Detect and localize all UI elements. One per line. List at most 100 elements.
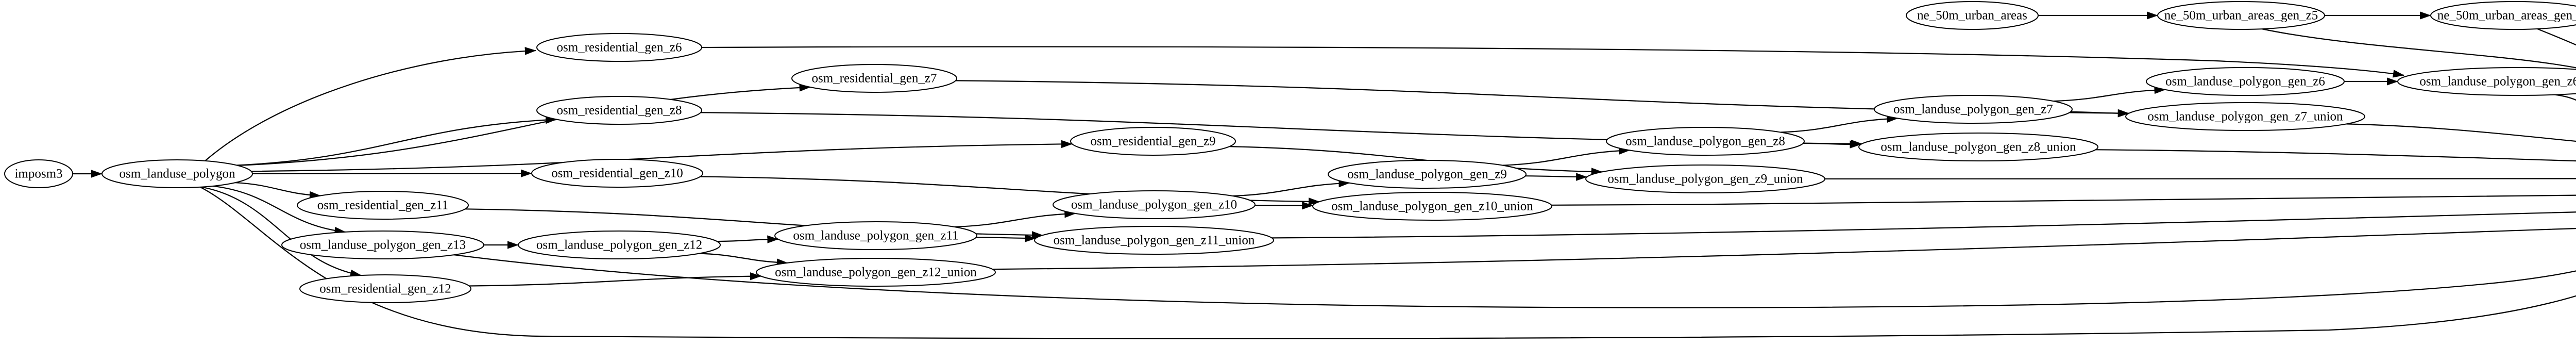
node-label-osm_residential_gen_z6: osm_residential_gen_z6 <box>557 41 682 55</box>
node-label-osm_landuse_polygon_gen_z9_union: osm_landuse_polygon_gen_z9_union <box>1607 172 1803 186</box>
edge-osm_landuse_polygon_gen_z12-to-osm_landuse_polygon_gen_z12_union <box>699 253 788 267</box>
node-label-osm_residential_gen_z12: osm_residential_gen_z12 <box>319 282 451 296</box>
node-osm_landuse_polygon_gen_z13: osm_landuse_polygon_gen_z13 <box>281 231 484 259</box>
node-label-osm_landuse_polygon_gen_z10_union: osm_landuse_polygon_gen_z10_union <box>1331 200 1533 213</box>
node-label-osm_residential_gen_z9: osm_residential_gen_z9 <box>1091 135 1216 149</box>
node-label-osm_residential_gen_z11: osm_residential_gen_z11 <box>317 199 449 212</box>
node-label-osm_landuse_polygon_gen_z11_union: osm_landuse_polygon_gen_z11_union <box>1054 234 1255 248</box>
node-ellipse-osm_residential_gen_z8 <box>536 96 702 125</box>
edge-osm_landuse_polygon_gen_z7-to-osm_landuse_polygon_gen_z6 <box>2053 86 2166 102</box>
node-ellipse-ne_50m_urban_areas <box>1906 1 2039 30</box>
edge-osm_landuse_polygon-to-osm_residential_gen_z11 <box>235 182 321 200</box>
node-ellipse-osm_residential_gen_z11 <box>297 191 469 220</box>
edge-osm_landuse_polygon_gen_z11-to-osm_landuse_polygon_gen_z10 <box>954 210 1076 228</box>
node-osm_landuse_polygon_gen_z10: osm_landuse_polygon_gen_z10 <box>1053 190 1256 219</box>
node-imposm3: imposm3 <box>4 159 73 188</box>
node-ellipse-osm_landuse_polygon_gen_z12_union <box>756 258 996 287</box>
edge-osm_landuse_polygon_gen_z11-to-osm_landuse_polygon_gen_z11_union <box>976 234 1037 242</box>
node-osm_residential_gen_z11: osm_residential_gen_z11 <box>297 191 469 220</box>
node-label-ne_50m_urban_areas: ne_50m_urban_areas <box>1917 9 2027 23</box>
node-osm_residential_gen_z9: osm_residential_gen_z9 <box>1070 127 1236 156</box>
nodes-layer: imposm3 osm_landuse_polygon osm_residentia… <box>4 1 2576 303</box>
edge-osm_residential_gen_z9-to-osm_landuse_polygon_gen_z9_union <box>1229 146 1603 176</box>
edge-osm_landuse_polygon_gen_z10-to-osm_landuse_polygon_gen_z10_union <box>1255 201 1314 210</box>
node-osm_landuse_polygon_gen_z7: osm_landuse_polygon_gen_z7 <box>1874 95 2073 124</box>
node-ellipse-osm_landuse_polygon_gen_z9 <box>1328 160 1527 189</box>
node-label-osm_landuse_polygon_gen_z8_union: osm_landuse_polygon_gen_z8_union <box>1880 140 2076 154</box>
node-osm_residential_gen_z12: osm_residential_gen_z12 <box>299 274 471 303</box>
node-ellipse-osm_landuse_polygon_gen_z9_union <box>1585 164 1825 193</box>
edge-osm_landuse_polygon-to-osm_residential_gen_z7 <box>238 84 811 166</box>
node-label-osm_landuse_polygon_gen_z12_union: osm_landuse_polygon_gen_z12_union <box>775 266 977 279</box>
node-label-osm_landuse_polygon_gen_z12: osm_landuse_polygon_gen_z12 <box>536 238 702 252</box>
edge-osm_landuse_polygon_gen_z6_union-to-layer_landuse-z6 <box>2554 94 2576 101</box>
node-osm_residential_gen_z10: osm_residential_gen_z10 <box>531 159 703 188</box>
node-ne_50m_urban_areas: ne_50m_urban_areas <box>1906 1 2039 30</box>
node-label-osm_landuse_polygon_gen_z7_union: osm_landuse_polygon_gen_z7_union <box>2147 110 2343 124</box>
edge-osm_landuse_polygon_gen_z10-to-osm_landuse_polygon_gen_z9 <box>1232 179 1350 197</box>
node-ellipse-osm_landuse_polygon_gen_z8_union <box>1858 133 2098 161</box>
node-osm_landuse_polygon_gen_z8_union: osm_landuse_polygon_gen_z8_union <box>1858 133 2098 161</box>
node-ellipse-osm_landuse_polygon_gen_z7_union <box>2125 102 2365 131</box>
node-label-osm_residential_gen_z10: osm_residential_gen_z10 <box>551 167 683 180</box>
node-label-osm_landuse_polygon_gen_z10: osm_landuse_polygon_gen_z10 <box>1071 198 1237 212</box>
edge-osm_residential_gen_z6-to-osm_landuse_polygon_gen_z6_union <box>701 46 2404 78</box>
edge-osm_landuse_polygon-to-osm_residential_gen_z12 <box>201 186 362 277</box>
node-ellipse-osm_landuse_polygon_gen_z10 <box>1053 190 1256 219</box>
edge-osm_landuse_polygon_gen_z7_union-to-layer_landuse-z7 <box>2346 123 2576 142</box>
node-label-ne_50m_urban_areas_gen_z4: ne_50m_urban_areas_gen_z4 <box>2437 9 2576 23</box>
node-osm_residential_gen_z7: osm_residential_gen_z7 <box>791 64 957 93</box>
node-ellipse-imposm3 <box>4 159 73 188</box>
edge-osm_landuse_polygon-to-osm_residential_gen_z10 <box>252 169 532 177</box>
node-ellipse-ne_50m_urban_areas_gen_z5 <box>2157 1 2325 30</box>
node-label-osm_landuse_polygon_gen_z7: osm_landuse_polygon_gen_z7 <box>1893 103 2053 117</box>
edge-osm_landuse_polygon_gen_z9_union-to-layer_landuse-z9 <box>1824 178 2576 179</box>
node-label-osm_residential_gen_z7: osm_residential_gen_z7 <box>812 72 937 86</box>
node-label-osm_landuse_polygon: osm_landuse_polygon <box>120 167 235 181</box>
node-osm_landuse_polygon_gen_z12: osm_landuse_polygon_gen_z12 <box>518 231 721 259</box>
edge-osm_landuse_polygon_gen_z8-to-osm_landuse_polygon_gen_z7 <box>1781 114 1899 133</box>
node-ellipse-osm_landuse_polygon_gen_z7 <box>1874 95 2073 124</box>
node-ellipse-osm_residential_gen_z6 <box>536 33 702 62</box>
node-ellipse-ne_50m_urban_areas_gen_z4 <box>2430 1 2576 30</box>
edge-ne_50m_urban_areas_gen_z5-to-layer_landuse-z5 <box>2261 28 2576 69</box>
edge-osm_landuse_polygon_gen_z12_union-to-layer_landuse-z12 <box>992 227 2576 270</box>
node-label-osm_landuse_polygon_gen_z6: osm_landuse_polygon_gen_z6 <box>2165 75 2325 89</box>
node-osm_landuse_polygon: osm_landuse_polygon <box>101 159 253 188</box>
node-ellipse-osm_landuse_polygon_gen_z11_union <box>1034 226 1274 255</box>
node-label-osm_landuse_polygon_gen_z6_union: osm_landuse_polygon_gen_z6_union <box>2419 75 2576 89</box>
node-label-osm_landuse_polygon_gen_z9: osm_landuse_polygon_gen_z9 <box>1347 168 1507 182</box>
node-osm_landuse_polygon_gen_z7_union: osm_landuse_polygon_gen_z7_union <box>2125 102 2365 131</box>
node-osm_landuse_polygon_gen_z8: osm_landuse_polygon_gen_z8 <box>1606 127 1805 156</box>
node-ellipse-osm_residential_gen_z7 <box>791 64 957 93</box>
node-ellipse-osm_landuse_polygon_gen_z6_union <box>2397 67 2576 96</box>
node-osm_landuse_polygon_gen_z9_union: osm_landuse_polygon_gen_z9_union <box>1585 164 1825 193</box>
edge-osm_landuse_polygon-to-osm_residential_gen_z6 <box>205 47 536 161</box>
node-osm_landuse_polygon_gen_z10_union: osm_landuse_polygon_gen_z10_union <box>1312 192 1552 221</box>
edge-osm_landuse_polygon_gen_z12-to-osm_landuse_polygon_gen_z11 <box>717 235 779 243</box>
node-ellipse-osm_residential_gen_z10 <box>531 159 703 188</box>
node-osm_landuse_polygon_gen_z12_union: osm_landuse_polygon_gen_z12_union <box>756 258 996 287</box>
edge-osm_landuse_polygon_gen_z10_union-to-layer_landuse-z10 <box>1551 194 2576 206</box>
node-ellipse-osm_landuse_polygon_gen_z10_union <box>1312 192 1552 221</box>
node-ellipse-osm_landuse_polygon_gen_z12 <box>518 231 721 259</box>
node-osm_landuse_polygon_gen_z11_union: osm_landuse_polygon_gen_z11_union <box>1034 226 1274 255</box>
edge-osm_landuse_polygon-to-osm_landuse_polygon_gen_z13 <box>212 185 346 235</box>
edge-osm_landuse_polygon_gen_z13-to-layer_landuse-z13 <box>453 254 2576 308</box>
node-ellipse-osm_landuse_polygon_gen_z11 <box>774 221 977 250</box>
node-label-osm_residential_gen_z8: osm_residential_gen_z8 <box>557 104 682 118</box>
edge-osm_landuse_polygon_gen_z8_union-to-layer_landuse-z8 <box>2095 149 2576 162</box>
node-ellipse-osm_landuse_polygon <box>101 159 253 188</box>
node-ne_50m_urban_areas_gen_z5: ne_50m_urban_areas_gen_z5 <box>2157 1 2325 30</box>
node-ellipse-osm_residential_gen_z9 <box>1070 127 1236 156</box>
edge-osm_landuse_polygon-to-osm_residential_gen_z9 <box>251 140 1073 172</box>
node-osm_residential_gen_z8: osm_residential_gen_z8 <box>536 96 702 125</box>
edge-osm_landuse_polygon-to-osm_residential_gen_z8 <box>236 116 557 166</box>
node-label-imposm3: imposm3 <box>14 167 62 181</box>
node-osm_landuse_polygon_gen_z9: osm_landuse_polygon_gen_z9 <box>1328 160 1527 189</box>
edge-osm_landuse_polygon_gen_z11_union-to-layer_landuse-z11 <box>1272 211 2576 239</box>
edge-ne_50m_urban_areas_gen_z4-to-layer_landuse-z4 <box>2537 28 2576 46</box>
node-osm_landuse_polygon_gen_z6: osm_landuse_polygon_gen_z6 <box>2146 67 2345 96</box>
